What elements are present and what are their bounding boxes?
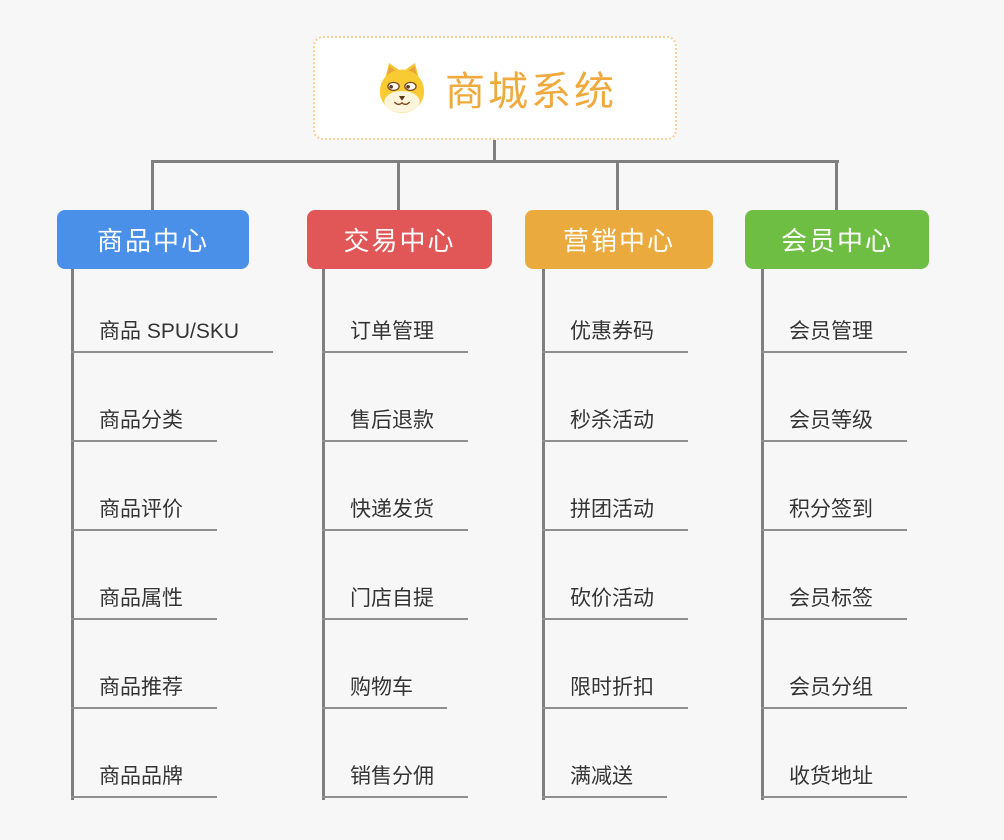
connector-root-stub	[493, 140, 496, 163]
child-item[interactable]: 快递发货	[322, 442, 468, 531]
children-list-member-center: 会员管理 会员等级 积分签到 会员标签 会员分组 收货地址	[761, 264, 907, 798]
child-item-label: 会员标签	[789, 587, 873, 610]
child-item[interactable]: 砍价活动	[542, 531, 688, 620]
child-item[interactable]: 会员标签	[761, 531, 907, 620]
child-item-label: 收货地址	[789, 765, 873, 788]
child-item-label: 商品分类	[99, 409, 183, 432]
child-item-label: 商品推荐	[99, 676, 183, 699]
child-item[interactable]: 商品评价	[71, 442, 217, 531]
child-item[interactable]: 积分签到	[761, 442, 907, 531]
child-item[interactable]: 商品推荐	[71, 620, 217, 709]
connector-drop-3	[616, 160, 619, 210]
child-item-label: 拼团活动	[570, 498, 654, 521]
child-item[interactable]: 收货地址	[761, 709, 907, 798]
child-item[interactable]: 会员管理	[761, 264, 907, 353]
connector-drop-2	[397, 160, 400, 210]
child-item[interactable]: 会员分组	[761, 620, 907, 709]
child-item-label: 积分签到	[789, 498, 873, 521]
branch-label: 会员中心	[780, 226, 893, 256]
child-item-label: 商品评价	[99, 498, 183, 521]
connector-trunk-2	[322, 269, 325, 800]
children-list-product-center: 商品 SPU/SKU 商品分类 商品评价 商品属性 商品推荐 商品品牌	[71, 264, 274, 798]
child-item-label: 限时折扣	[570, 676, 654, 699]
child-item[interactable]: 售后退款	[322, 353, 468, 442]
child-item-label: 秒杀活动	[570, 409, 654, 432]
connector-trunk-3	[542, 269, 545, 800]
branch-node-product-center[interactable]: 商品中心	[57, 210, 249, 269]
child-item[interactable]: 购物车	[322, 620, 447, 709]
branch-node-trade-center[interactable]: 交易中心	[307, 210, 492, 269]
child-item-label: 会员分组	[789, 676, 873, 699]
child-item-label: 满减送	[570, 765, 633, 788]
child-item[interactable]: 会员等级	[761, 353, 907, 442]
connector-drop-1	[151, 160, 154, 210]
child-item-label: 砍价活动	[570, 587, 654, 610]
child-item[interactable]: 订单管理	[322, 264, 468, 353]
branch-node-marketing-center[interactable]: 营销中心	[525, 210, 713, 269]
child-item[interactable]: 商品分类	[71, 353, 217, 442]
child-item-label: 门店自提	[350, 587, 434, 610]
children-list-marketing-center: 优惠券码 秒杀活动 拼团活动 砍价活动 限时折扣 满减送	[542, 264, 688, 798]
child-item-label: 会员管理	[789, 320, 873, 343]
connector-trunk-4	[761, 269, 764, 800]
connector-trunk-1	[71, 269, 74, 800]
child-item-label: 销售分佣	[350, 765, 434, 788]
child-item-label: 购物车	[350, 676, 413, 699]
child-item[interactable]: 商品品牌	[71, 709, 217, 798]
child-item-label: 商品属性	[99, 587, 183, 610]
branch-label: 交易中心	[343, 226, 456, 256]
child-item-label: 商品品牌	[99, 765, 183, 788]
child-item-label: 商品 SPU/SKU	[99, 320, 240, 343]
child-item[interactable]: 门店自提	[322, 531, 468, 620]
child-item-label: 订单管理	[350, 320, 434, 343]
child-item[interactable]: 销售分佣	[322, 709, 468, 798]
child-item-label: 售后退款	[350, 409, 434, 432]
child-item[interactable]: 限时折扣	[542, 620, 688, 709]
dog-face-icon	[379, 63, 425, 113]
connector-horizontal	[151, 160, 839, 163]
child-item-label: 会员等级	[789, 409, 873, 432]
connector-drop-4	[835, 160, 838, 210]
child-item[interactable]: 满减送	[542, 709, 667, 798]
root-node[interactable]: 商城系统	[313, 36, 677, 140]
child-item[interactable]: 拼团活动	[542, 442, 688, 531]
branch-label: 营销中心	[562, 226, 675, 256]
child-item[interactable]: 优惠券码	[542, 264, 688, 353]
child-item-label: 优惠券码	[570, 320, 654, 343]
child-item-label: 快递发货	[350, 498, 434, 521]
child-item[interactable]: 秒杀活动	[542, 353, 688, 442]
child-item[interactable]: 商品属性	[71, 531, 217, 620]
children-list-trade-center: 订单管理 售后退款 快递发货 门店自提 购物车 销售分佣	[322, 264, 468, 798]
branch-label: 商品中心	[96, 226, 209, 256]
branch-node-member-center[interactable]: 会员中心	[745, 210, 929, 269]
root-title: 商城系统	[445, 70, 617, 114]
child-item[interactable]: 商品 SPU/SKU	[71, 264, 274, 353]
